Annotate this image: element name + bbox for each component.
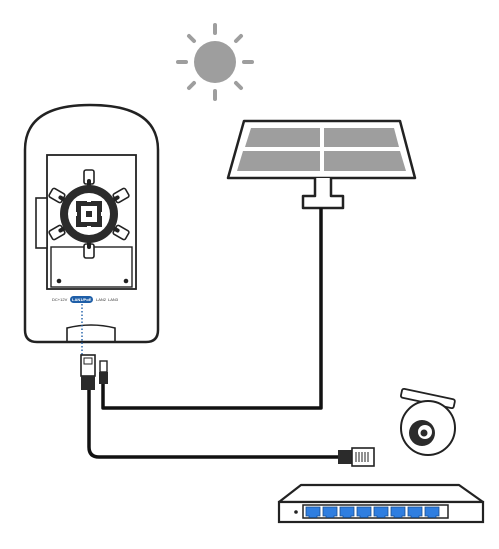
port-label-lan3: LAN3 [108, 297, 119, 302]
dome-camera-icon [400, 387, 456, 456]
switch-ports [305, 506, 440, 518]
outdoor-cpe-device-icon: DC+12V LAN1/PoE LAN2 LAN3 [23, 103, 160, 344]
sun-icon [176, 23, 254, 101]
ethernet-cable [87, 388, 338, 459]
rj45-connector-icon [80, 354, 96, 390]
port-label-lan2: LAN2 [96, 297, 107, 302]
port-label-dc: DC+12V [52, 297, 68, 302]
solar-panel-icon [226, 119, 417, 210]
port-label-lan1-highlight [70, 296, 93, 303]
rj45-connector-switch-icon [338, 447, 375, 467]
dc-barrel-plug-icon [99, 360, 108, 384]
solar-power-cable [101, 208, 323, 410]
port-label-lan1-poe: LAN1/PoE [72, 297, 92, 302]
network-switch-icon [277, 483, 485, 524]
